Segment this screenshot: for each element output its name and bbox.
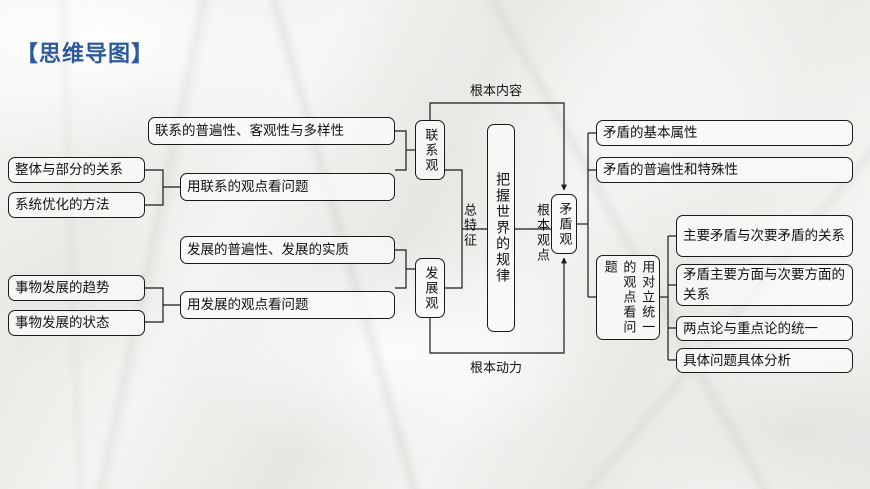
label-fundamental-content: 根本内容: [470, 83, 523, 98]
node-label: 发展观: [423, 265, 439, 311]
node-contradiction-view[interactable]: 矛盾观: [551, 194, 577, 254]
node-label: 矛盾的基本属性: [603, 125, 698, 141]
node-label: 事物发展的趋势: [15, 280, 110, 296]
node-label: 用对立统一的观点看问题: [602, 260, 656, 335]
node-unity-of-opposites-view[interactable]: 用对立统一的观点看问题: [596, 255, 660, 340]
node-core-grasp-world-laws[interactable]: 把握世界的规律: [487, 124, 515, 332]
node-connection-view[interactable]: 联系观: [415, 120, 445, 180]
node-label: 把握世界的规律: [494, 172, 510, 284]
node-view-with-connection[interactable]: 用联系的观点看问题: [180, 173, 395, 201]
node-principal-secondary-aspect[interactable]: 矛盾主要方面与次要方面的关系: [676, 264, 853, 306]
node-concrete-analysis[interactable]: 具体问题具体分析: [676, 348, 853, 373]
node-two-point-key-point-unity[interactable]: 两点论与重点论的统一: [676, 316, 853, 341]
label-common-feature: 总特征: [462, 203, 477, 248]
node-principal-secondary-contradiction[interactable]: 主要矛盾与次要矛盾的关系: [676, 215, 853, 257]
node-system-optimization[interactable]: 系统优化的方法: [8, 192, 145, 218]
node-label: 联系的普遍性、客观性与多样性: [155, 123, 344, 139]
node-label: 矛盾观: [557, 201, 573, 247]
label-fundamental-view: 根本观点: [535, 203, 550, 263]
label-fundamental-drive: 根本动力: [470, 360, 523, 375]
node-label: 整体与部分的关系: [15, 162, 123, 178]
node-whole-part-relation[interactable]: 整体与部分的关系: [8, 157, 145, 183]
page-title: 【思维导图】: [16, 42, 155, 67]
node-label: 主要矛盾与次要矛盾的关系: [683, 228, 845, 244]
node-contradiction-basic-attributes[interactable]: 矛盾的基本属性: [596, 120, 853, 146]
node-label: 事物发展的状态: [15, 315, 110, 331]
node-label: 矛盾的普遍性和特殊性: [603, 162, 738, 178]
node-label: 矛盾主要方面与次要方面的关系: [683, 267, 845, 302]
node-view-with-development[interactable]: 用发展的观点看问题: [180, 291, 395, 319]
node-contradiction-universality-particularity[interactable]: 矛盾的普遍性和特殊性: [596, 157, 853, 183]
node-connection-universality[interactable]: 联系的普遍性、客观性与多样性: [148, 117, 395, 145]
node-label: 联系观: [423, 127, 439, 173]
node-label: 用联系的观点看问题: [187, 179, 309, 195]
node-development-trend[interactable]: 事物发展的趋势: [8, 275, 145, 301]
node-label: 系统优化的方法: [15, 197, 110, 213]
node-development-universality[interactable]: 发展的普遍性、发展的实质: [180, 236, 395, 264]
node-label: 两点论与重点论的统一: [683, 320, 818, 336]
node-label: 发展的普遍性、发展的实质: [187, 242, 349, 258]
node-label: 用发展的观点看问题: [187, 297, 309, 313]
node-label: 具体问题具体分析: [683, 352, 791, 368]
node-development-state[interactable]: 事物发展的状态: [8, 310, 145, 336]
node-development-view[interactable]: 发展观: [415, 258, 445, 318]
